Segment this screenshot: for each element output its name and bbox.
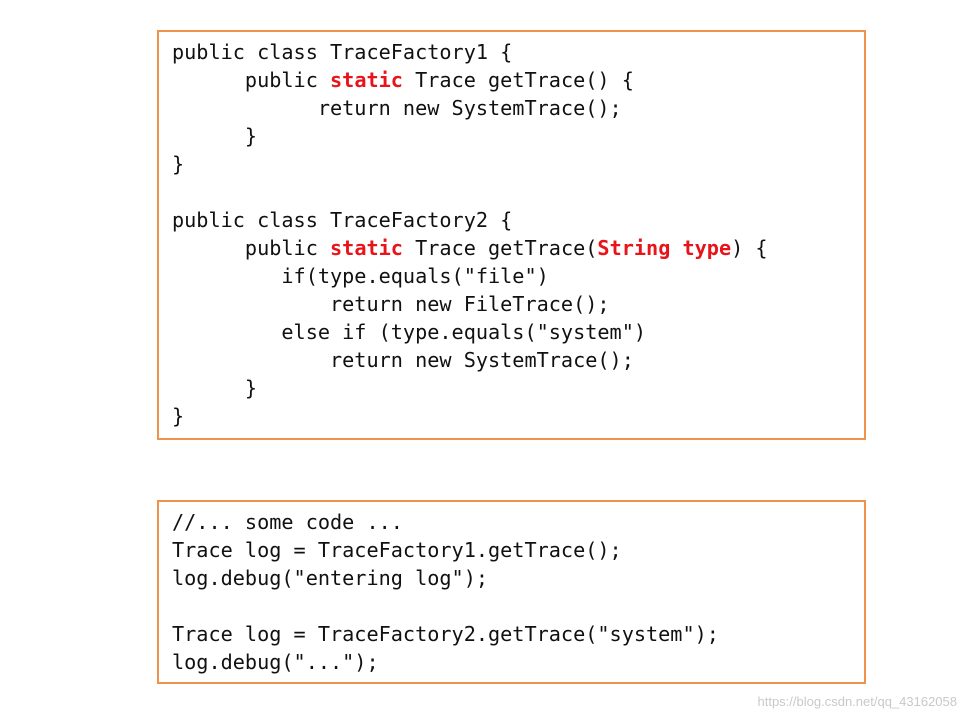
code-line: log.debug("..."); xyxy=(172,648,719,676)
code-line: return new FileTrace(); xyxy=(172,290,768,318)
code-keyword: static xyxy=(330,68,403,92)
code-segment: return new SystemTrace(); xyxy=(172,96,622,120)
code-line: return new SystemTrace(); xyxy=(172,346,768,374)
code-line: public static Trace getTrace(String type… xyxy=(172,234,768,262)
code-line: } xyxy=(172,374,768,402)
code-line: else if (type.equals("system") xyxy=(172,318,768,346)
code-segment: } xyxy=(172,376,258,400)
code-block-trace-factories: public class TraceFactory1 { public stat… xyxy=(157,30,866,440)
code-segment: Trace getTrace() { xyxy=(402,68,634,92)
code-segment: if(type.equals("file") xyxy=(172,264,549,288)
code-segment: public class TraceFactory1 { xyxy=(172,40,513,64)
code-segment: log.debug("..."); xyxy=(172,650,379,674)
code-segment: Trace log = TraceFactory2.getTrace("syst… xyxy=(172,622,719,646)
code-segment: public xyxy=(172,68,331,92)
code-line: //... some code ... xyxy=(172,508,719,536)
watermark-url: https://blog.csdn.net/qq_43162058 xyxy=(757,694,958,709)
code-segment: Trace getTrace( xyxy=(402,236,598,260)
code-segment: public class TraceFactory2 { xyxy=(172,208,513,232)
code-line: public class TraceFactory1 { xyxy=(172,38,768,66)
code-line: public class TraceFactory2 { xyxy=(172,206,768,234)
code-line: public static Trace getTrace() { xyxy=(172,66,768,94)
code-text: //... some code ... Trace log = TraceFact… xyxy=(172,508,719,676)
code-keyword: String type xyxy=(597,236,732,260)
code-segment: } xyxy=(172,124,258,148)
code-line: Trace log = TraceFactory1.getTrace(); xyxy=(172,536,719,564)
code-line: log.debug("entering log"); xyxy=(172,564,719,592)
code-segment: } xyxy=(172,152,185,176)
code-line xyxy=(172,592,719,620)
code-keyword: static xyxy=(330,236,403,260)
code-segment: public xyxy=(172,236,331,260)
code-line: } xyxy=(172,150,768,178)
code-line: if(type.equals("file") xyxy=(172,262,768,290)
code-line xyxy=(172,178,768,206)
code-segment: return new SystemTrace(); xyxy=(172,348,634,372)
code-line: Trace log = TraceFactory2.getTrace("syst… xyxy=(172,620,719,648)
code-segment: else if (type.equals("system") xyxy=(172,320,647,344)
code-segment: Trace log = TraceFactory1.getTrace(); xyxy=(172,538,622,562)
code-segment: return new FileTrace(); xyxy=(172,292,610,316)
code-segment: //... some code ... xyxy=(172,510,403,534)
code-text: public class TraceFactory1 { public stat… xyxy=(172,38,768,430)
code-line: } xyxy=(172,122,768,150)
code-segment: ) { xyxy=(731,236,768,260)
code-block-usage-example: //... some code ... Trace log = TraceFact… xyxy=(157,500,866,684)
code-segment: } xyxy=(172,404,185,428)
code-line: } xyxy=(172,402,768,430)
code-segment: log.debug("entering log"); xyxy=(172,566,489,590)
code-line: return new SystemTrace(); xyxy=(172,94,768,122)
